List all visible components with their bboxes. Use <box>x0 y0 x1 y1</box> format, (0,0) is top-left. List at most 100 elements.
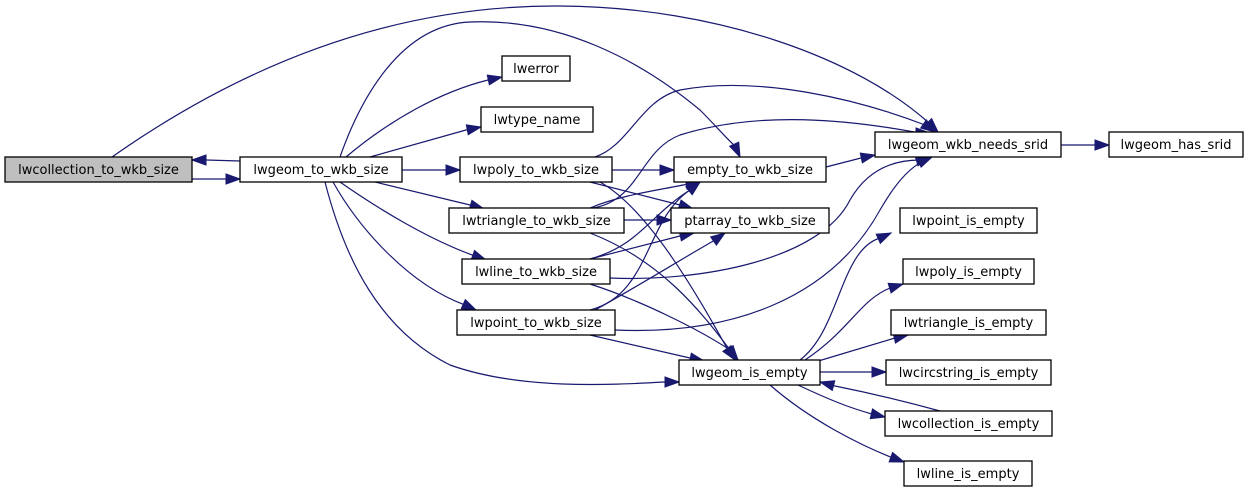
node-label: lwtriangle_to_wkb_size <box>462 214 611 229</box>
edge-line <box>769 384 905 463</box>
node-label: lwline_is_empty <box>917 467 1020 482</box>
edge-lwpoint_to_wkb_size-to-ptarray_to_wkb_size <box>594 232 727 311</box>
node-box[interactable] <box>899 207 1038 234</box>
node-label: lwgeom_has_srid <box>1120 138 1231 153</box>
edge-lwpoint_to_wkb_size-to-empty_to_wkb_size <box>589 181 702 311</box>
node-box[interactable] <box>480 106 594 133</box>
arrowhead-icon <box>659 164 676 176</box>
node-lwgeom-has-srid[interactable]: lwgeom_has_srid <box>1108 131 1244 158</box>
node-box[interactable] <box>874 131 1062 158</box>
node-box[interactable] <box>890 309 1047 336</box>
edge-line <box>804 283 904 361</box>
node-lwtriangle-is-empty[interactable]: lwtriangle_is_empty <box>890 309 1047 336</box>
edge-line <box>589 232 695 260</box>
node-box[interactable] <box>239 156 403 183</box>
arrowhead-icon <box>871 366 888 378</box>
edge-line <box>345 76 503 158</box>
edge-line <box>819 381 941 412</box>
node-lwline-is-empty[interactable]: lwline_is_empty <box>903 460 1033 487</box>
edge-lwgeom_to_wkb_size-to-lwline_to_wkb_size <box>339 181 488 261</box>
node-box[interactable] <box>1108 131 1244 158</box>
edge-lwgeom_to_wkb_size-to-lwpoly_to_wkb_size <box>402 164 462 176</box>
arrowhead-icon <box>465 124 483 136</box>
node-box[interactable] <box>902 258 1035 285</box>
edge-empty_to_wkb_size-to-lwgeom_wkb_needs_srid <box>825 152 877 168</box>
node-lwline-to-wkb-size[interactable]: lwline_to_wkb_size <box>461 258 611 285</box>
node-box[interactable] <box>670 207 830 234</box>
node-label: lwtype_name <box>494 113 581 128</box>
edges-layer <box>111 5 1111 463</box>
edge-lwgeom_to_wkb_size-to-lwerror <box>345 74 504 158</box>
edge-line <box>814 334 909 363</box>
edge-lwgeom_to_wkb_size-to-lwtype_name <box>369 124 483 158</box>
arrowhead-icon <box>869 408 887 420</box>
node-box[interactable] <box>673 156 827 183</box>
node-box[interactable] <box>448 207 625 234</box>
edge-line <box>324 181 679 386</box>
edge-lwline_to_wkb_size-to-lwgeom_is_empty <box>589 283 739 362</box>
node-box[interactable] <box>903 460 1033 487</box>
edge-lwpoint_to_wkb_size-to-lwgeom_wkb_needs_srid <box>614 156 934 332</box>
edge-lwpoint_to_wkb_size-to-lwgeom_is_empty <box>589 334 706 364</box>
node-lwpoly-to-wkb-size[interactable]: lwpoly_to_wkb_size <box>459 156 613 183</box>
arrowhead-icon <box>728 141 741 159</box>
edge-line <box>589 181 701 209</box>
edge-line <box>374 181 485 210</box>
edge-line <box>594 84 936 158</box>
edge-lwcollection_to_wkb_size-to-lwgeom_to_wkb_size <box>192 173 242 185</box>
node-label: lwcircstring_is_empty <box>899 366 1039 381</box>
node-lwcircstring-is-empty[interactable]: lwcircstring_is_empty <box>885 359 1052 386</box>
node-label: lwpoly_to_wkb_size <box>473 163 599 178</box>
node-label: lwcollection_is_empty <box>898 417 1040 432</box>
node-box[interactable] <box>501 55 571 82</box>
arrowhead-icon <box>225 173 242 185</box>
edge-lwgeom_is_empty-to-lwcircstring_is_empty <box>820 366 888 378</box>
node-lwpoly-is-empty[interactable]: lwpoly_is_empty <box>902 258 1035 285</box>
edge-line <box>592 119 930 209</box>
node-label: empty_to_wkb_size <box>687 163 813 178</box>
edge-lwgeom_to_wkb_size-to-lwcollection_to_wkb_size <box>190 154 241 166</box>
arrowhead-icon <box>875 232 893 245</box>
edge-line <box>339 21 741 158</box>
edge-line <box>594 232 726 311</box>
edge-line <box>589 232 738 361</box>
node-box[interactable] <box>461 258 611 285</box>
node-ptarray-to-wkb-size[interactable]: ptarray_to_wkb_size <box>670 207 830 234</box>
arrowhead-icon <box>1094 139 1111 151</box>
node-lwcollection-to-wkb-size[interactable]: lwcollection_to_wkb_size <box>4 156 193 183</box>
node-lwgeom-wkb-needs-srid[interactable]: lwgeom_wkb_needs_srid <box>874 131 1062 158</box>
node-lwpoint-to-wkb-size[interactable]: lwpoint_to_wkb_size <box>456 309 616 336</box>
edge-lwgeom_is_empty-to-lwcollection_is_empty <box>797 384 887 420</box>
node-lwtype-name[interactable]: lwtype_name <box>480 106 594 133</box>
edge-lwpoly_to_wkb_size-to-empty_to_wkb_size <box>612 164 676 176</box>
arrowhead-icon <box>709 232 727 246</box>
arrowhead-icon <box>445 164 462 176</box>
edge-lwpoly_to_wkb_size-to-lwgeom_wkb_needs_srid <box>594 84 937 158</box>
edge-lwgeom_is_empty-to-lwpoint_is_empty <box>799 232 893 361</box>
node-box[interactable] <box>884 410 1053 437</box>
node-label: lwline_to_wkb_size <box>475 265 597 280</box>
arrowhead-icon <box>486 74 504 86</box>
node-label: lwpoly_is_empty <box>915 265 1022 280</box>
arrowhead-icon <box>460 298 478 311</box>
node-lwgeom-to-wkb-size[interactable]: lwgeom_to_wkb_size <box>239 156 403 183</box>
edge-lwgeom_wkb_needs_srid-to-lwgeom_has_srid <box>1061 139 1111 151</box>
node-lwgeom-is-empty[interactable]: lwgeom_is_empty <box>678 359 821 386</box>
node-box[interactable] <box>678 359 821 386</box>
node-box[interactable] <box>456 309 616 336</box>
arrowhead-icon <box>887 282 905 294</box>
node-lwpoint-is-empty[interactable]: lwpoint_is_empty <box>899 207 1038 234</box>
node-box[interactable] <box>459 156 613 183</box>
node-lwerror[interactable]: lwerror <box>501 55 571 82</box>
edge-line <box>339 181 487 261</box>
edge-lwline_to_wkb_size-to-ptarray_to_wkb_size <box>589 230 696 260</box>
edge-lwgeom_is_empty-to-lwtriangle_is_empty <box>814 332 910 363</box>
arrowhead-icon <box>859 152 877 164</box>
node-lwcollection-is-empty[interactable]: lwcollection_is_empty <box>884 410 1053 437</box>
node-empty-to-wkb-size[interactable]: empty_to_wkb_size <box>673 156 827 183</box>
arrowhead-icon <box>664 376 681 388</box>
node-box[interactable] <box>4 156 193 183</box>
node-lwtriangle-to-wkb-size[interactable]: lwtriangle_to_wkb_size <box>448 207 625 234</box>
arrowhead-icon <box>916 156 934 168</box>
node-box[interactable] <box>885 359 1052 386</box>
